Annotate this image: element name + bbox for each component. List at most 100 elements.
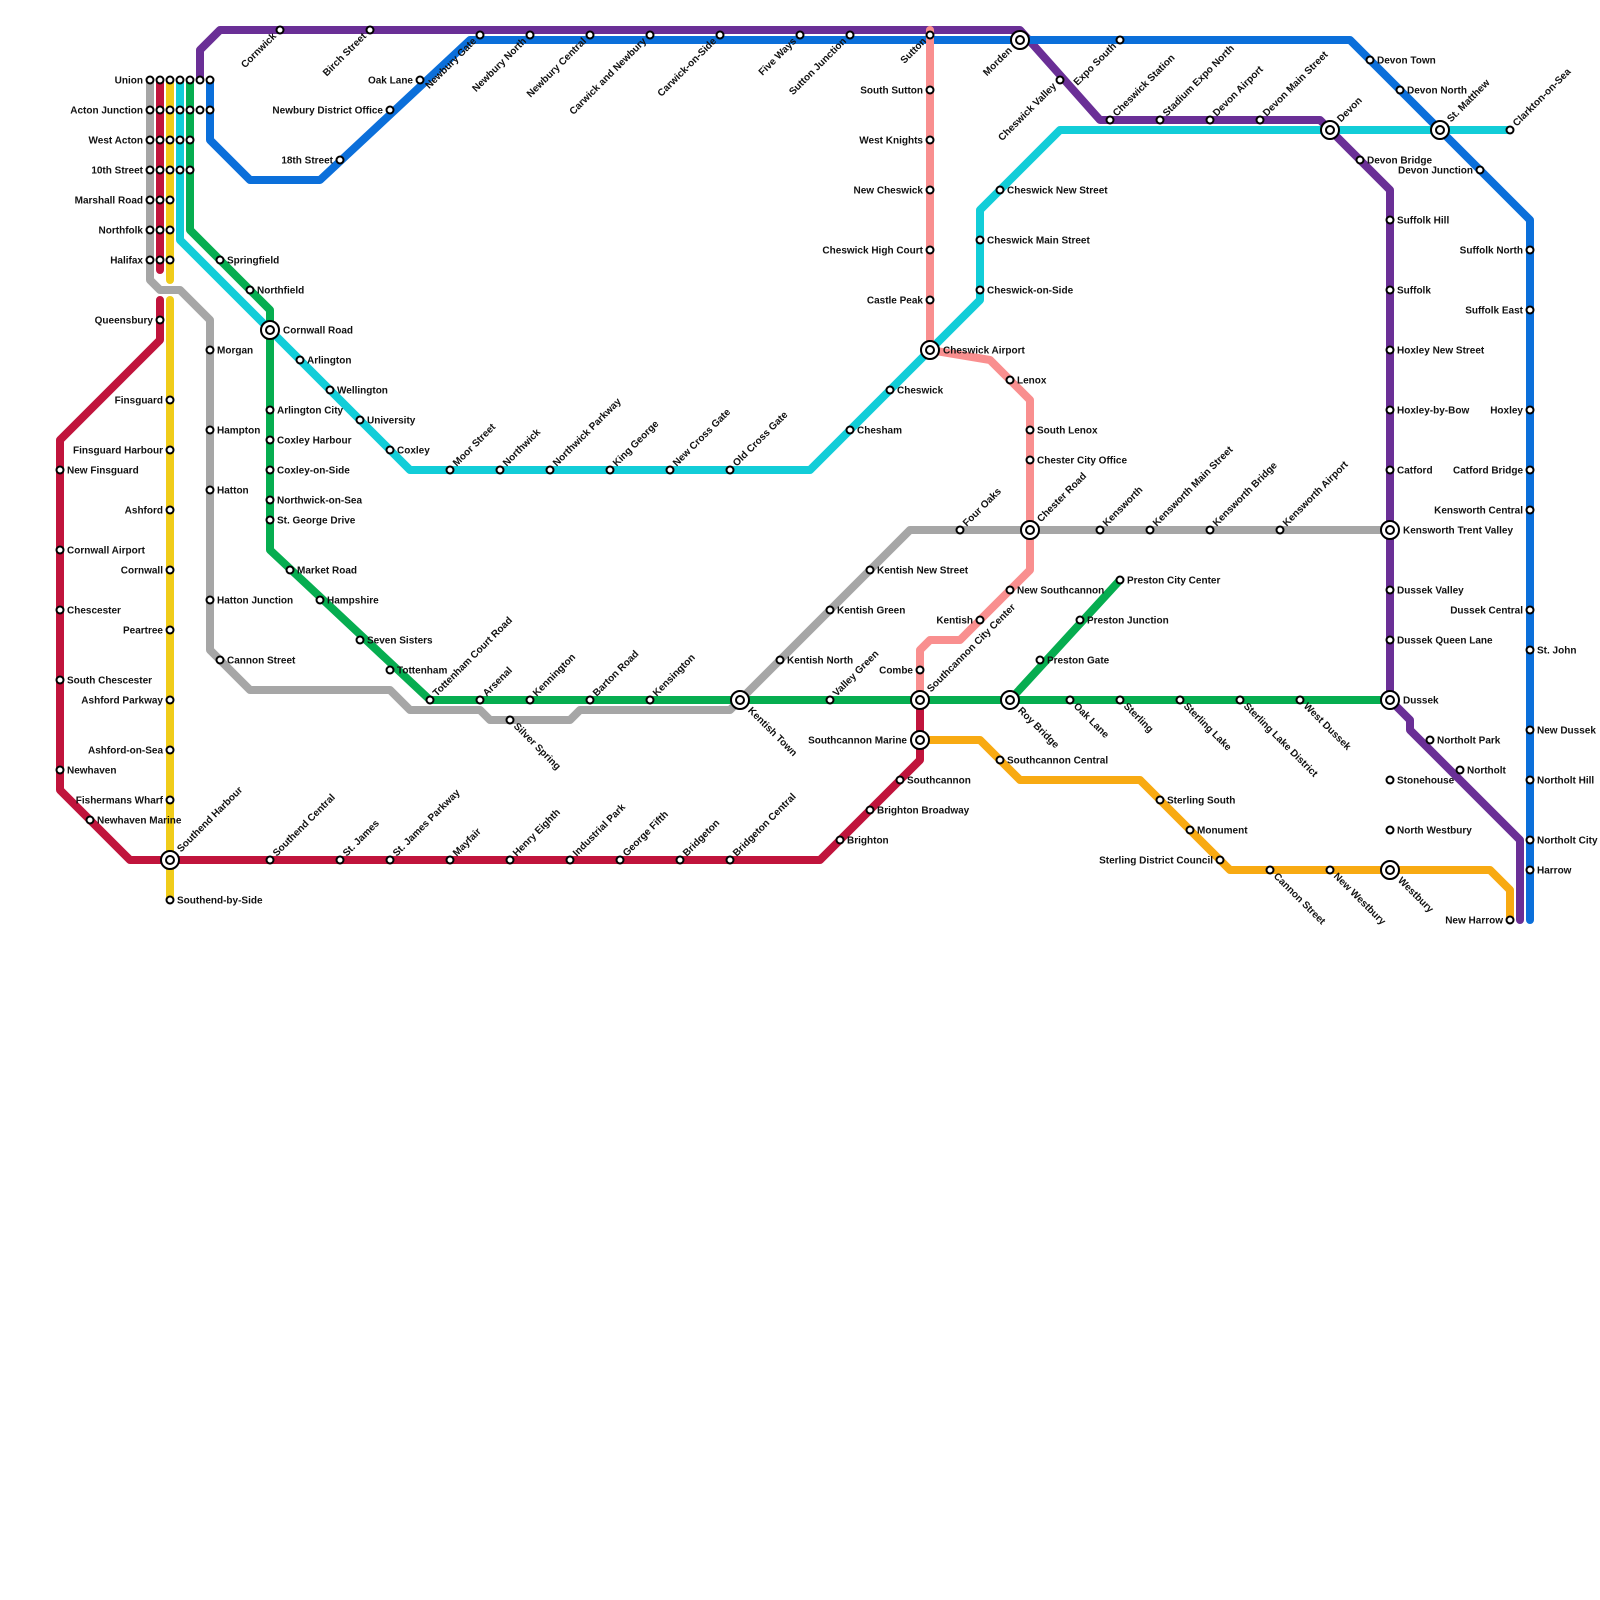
station-kennington[interactable]: Kennington [525,652,579,705]
station-ashford-parkway[interactable]: Ashford Parkway [81,695,175,707]
station-acton-junction[interactable]: Acton Junction [70,105,155,117]
station-cheswick[interactable]: Cheswick [885,385,944,397]
station-tottenham-court-road[interactable]: Tottenham Court Road [425,615,515,705]
station-west-knights[interactable]: West Knights [859,135,935,147]
station-new-dussek[interactable]: New Dussek [1525,725,1597,737]
station-silver-spring[interactable]: Silver Spring [505,715,563,773]
station-coxley-on-side[interactable]: Coxley-on-Side [265,465,351,477]
station-coxley[interactable]: Coxley [385,445,431,457]
station-sterling-lake[interactable]: Sterling Lake [1175,695,1234,754]
station-ashford-on-sea[interactable]: Ashford-on-Sea [88,745,175,757]
station-hatton[interactable]: Hatton [205,485,249,497]
station-finsguard[interactable]: Finsguard [115,395,175,407]
station-kensworth-trent-valley[interactable]: Kensworth Trent Valley [1380,520,1513,540]
station-kensworth-bridge[interactable]: Kensworth Bridge [1205,460,1281,535]
station-hampshire[interactable]: Hampshire [315,595,380,607]
station-suffolk-east[interactable]: Suffolk East [1465,305,1535,317]
station-harrow[interactable]: Harrow [1525,865,1572,877]
station-suffolk-north[interactable]: Suffolk North [1460,245,1535,257]
station-finsguard-harbour[interactable]: Finsguard Harbour [73,445,175,457]
station-cornwall-airport[interactable]: Cornwall Airport [55,545,146,557]
station-cornwall-road[interactable]: Cornwall Road [260,320,353,340]
station-birch-street[interactable]: Birch Street [321,25,375,79]
station-cheswick-high-court[interactable]: Cheswick High Court [822,245,935,257]
station-preston-city-center[interactable]: Preston City Center [1115,575,1221,587]
station-george-fifth[interactable]: George Fifth [615,809,671,865]
station-tottenham[interactable]: Tottenham [385,665,448,677]
station-kentish-green[interactable]: Kentish Green [825,605,906,617]
station-southcannon-central[interactable]: Southcannon Central [995,755,1109,767]
station-newhaven[interactable]: Newhaven [55,765,117,777]
station-university[interactable]: University [355,415,416,427]
station-devon-bridge[interactable]: Devon Bridge [1355,155,1433,167]
station-newbury-district-office[interactable]: Newbury District Office [272,105,395,117]
station-west-dussek[interactable]: West Dussek [1295,695,1354,754]
station-monument[interactable]: Monument [1185,825,1249,837]
station-devon-junction[interactable]: Devon Junction [1398,165,1485,177]
station-newhaven-marine[interactable]: Newhaven Marine [85,815,182,827]
station-10th-street[interactable]: 10th Street [91,165,155,177]
station-old-cross-gate[interactable]: Old Cross Gate [725,409,791,475]
station-devon-main-street[interactable]: Devon Main Street [1255,49,1332,125]
station-cornwall[interactable]: Cornwall [121,565,175,577]
station-morgan[interactable]: Morgan [205,345,254,357]
station-preston-gate[interactable]: Preston Gate [1035,655,1110,667]
station-fishermans-wharf[interactable]: Fishermans Wharf [76,795,175,807]
station-southcannon-marine[interactable]: Southcannon Marine [808,730,930,750]
station-new-southcannon[interactable]: New Southcannon [1005,585,1105,597]
station-combe[interactable]: Combe [879,665,925,677]
station-chescester[interactable]: Chescester [55,605,122,617]
station-preston-junction[interactable]: Preston Junction [1075,615,1169,627]
station-suffolk-hill[interactable]: Suffolk Hill [1385,215,1450,227]
station-stonehouse[interactable]: Stonehouse [1385,775,1455,787]
station-catford[interactable]: Catford [1385,465,1433,477]
station-kentish[interactable]: Kentish [936,615,985,627]
station-kentish-north[interactable]: Kentish North [775,655,854,667]
station-dussek[interactable]: Dussek [1380,690,1439,710]
station-hampton[interactable]: Hampton [205,425,261,437]
station-king-george[interactable]: King George [605,418,662,475]
station-hoxley[interactable]: Hoxley [1490,405,1535,417]
station-north-westbury[interactable]: North Westbury [1385,825,1473,837]
station-new-finsguard[interactable]: New Finsguard [55,465,139,477]
station-brighton-broadway[interactable]: Brighton Broadway [865,805,970,817]
station-sterling-district-council[interactable]: Sterling District Council [1099,855,1225,867]
station-market-road[interactable]: Market Road [285,565,358,577]
station-dussek-central[interactable]: Dussek Central [1450,605,1535,617]
station-queensbury[interactable]: Queensbury [95,315,165,327]
station-18th-street[interactable]: 18th Street [281,155,345,167]
station-clarkton-on-sea[interactable]: Clarkton-on-Sea [1505,66,1574,135]
station-devon-town[interactable]: Devon Town [1365,55,1436,67]
station-devon-airport[interactable]: Devon Airport [1205,64,1267,125]
station-oak-lane[interactable]: Oak Lane [368,75,425,87]
station-halifax[interactable]: Halifax [110,255,155,267]
station-sterling-south[interactable]: Sterling South [1155,795,1236,807]
station-suffolk[interactable]: Suffolk [1385,285,1432,297]
station-moor-street[interactable]: Moor Street [445,421,499,475]
station-barton-road[interactable]: Barton Road [585,649,642,705]
station-new-cheswick[interactable]: New Cheswick [854,185,935,197]
station-cheswick-new-street[interactable]: Cheswick New Street [995,185,1109,197]
station-west-acton[interactable]: West Acton [89,135,155,147]
station-south-lenox[interactable]: South Lenox [1025,425,1098,437]
station-northfolk[interactable]: Northfolk [99,225,155,237]
station-bridgeton-central[interactable]: Bridgeton Central [725,791,799,865]
station-expo-south[interactable]: Expo South [1072,35,1125,89]
station-northolt-city[interactable]: Northolt City [1525,835,1598,847]
station-st-john[interactable]: St. John [1525,645,1577,657]
station-northwick-on-sea[interactable]: Northwick-on-Sea [265,495,363,507]
station-southend-central[interactable]: Southend Central [265,792,338,865]
station-wellington[interactable]: Wellington [325,385,388,397]
station-south-chescester[interactable]: South Chescester [55,675,153,687]
station-coxley-harbour[interactable]: Coxley Harbour [265,435,352,447]
station-union[interactable]: Union [115,75,155,87]
station-chester-city-office[interactable]: Chester City Office [1025,455,1128,467]
station-southend-by-side[interactable]: Southend-by-Side [165,895,263,907]
station-kensworth-central[interactable]: Kensworth Central [1434,505,1535,517]
station-henry-eighth[interactable]: Henry Eighth [505,807,563,865]
station-devon-north[interactable]: Devon North [1395,85,1468,97]
station-hatton-junction[interactable]: Hatton Junction [205,595,294,607]
station-catford-bridge[interactable]: Catford Bridge [1453,465,1535,477]
station-cheswick-airport[interactable]: Cheswick Airport [920,340,1026,360]
station-new-westbury[interactable]: New Westbury [1325,865,1388,928]
